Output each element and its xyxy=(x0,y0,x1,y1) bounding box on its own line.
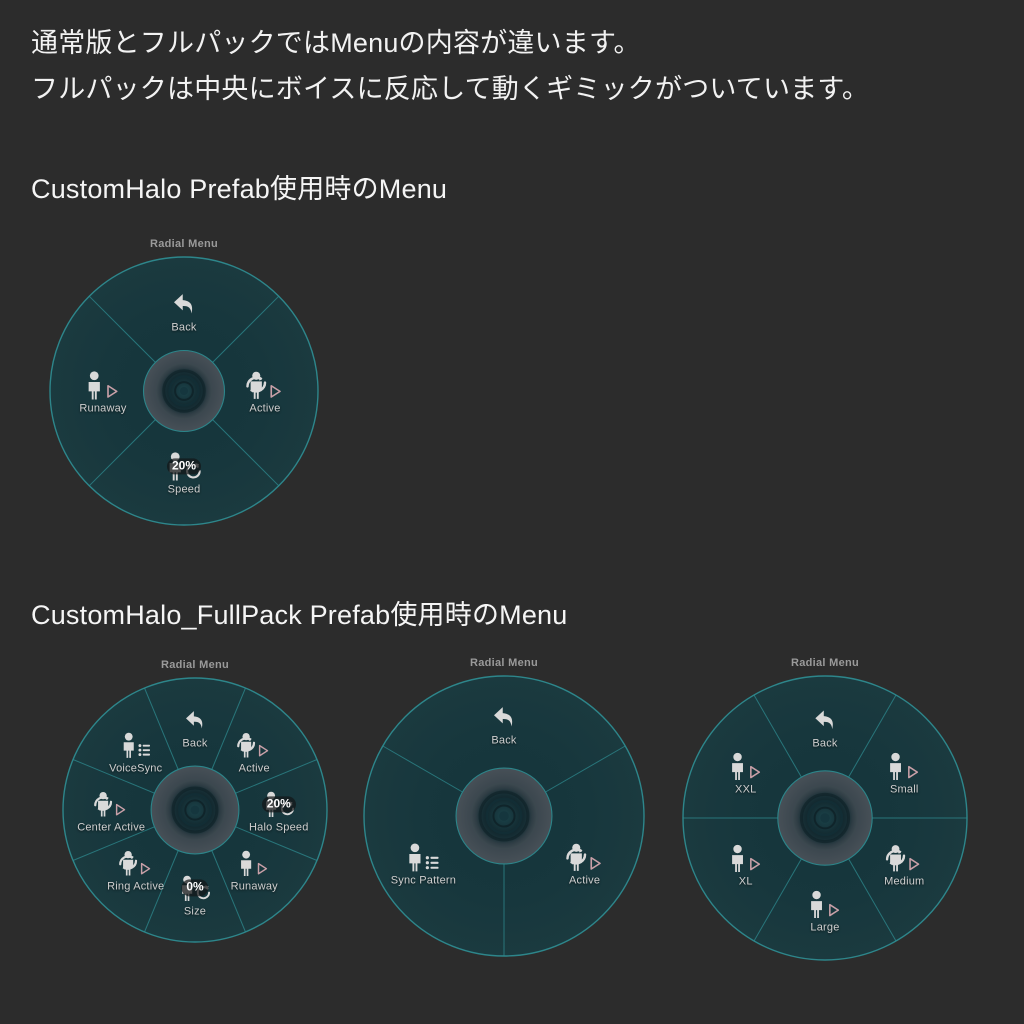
radial-menu-fullpack-size[interactable]: Radial Menu xyxy=(682,657,968,963)
intro-line-2: フルパックは中央にボイスに反応して動くギミックがついています。 xyxy=(31,74,870,105)
intro-line-1: 通常版とフルパックではMenuの内容が違います。 xyxy=(31,28,641,58)
radial-menu-title: Radial Menu xyxy=(149,238,219,250)
radial-menu-normal[interactable]: Radial Menu xyxy=(49,238,319,528)
radial-menu-fullpack-sync[interactable]: Radial Menu xyxy=(363,657,645,959)
radial-wheel[interactable] xyxy=(682,675,968,961)
radial-menu-title: Radial Menu xyxy=(790,657,860,669)
section-heading-normal: CustomHalo Prefab使用時のMenu xyxy=(31,174,448,204)
radial-wheel[interactable] xyxy=(62,677,328,943)
radial-menu-title: Radial Menu xyxy=(469,657,539,669)
intro-paragraph: 通常版とフルパックではMenuの内容が違います。 フルパックは中央にボイスに反応… xyxy=(31,20,1001,113)
radial-wheel[interactable] xyxy=(49,256,319,526)
section-heading-fullpack: CustomHalo_FullPack Prefab使用時のMenu xyxy=(31,600,568,630)
radial-menu-title: Radial Menu xyxy=(160,659,230,671)
radial-menu-fullpack-main[interactable]: Radial Menu xyxy=(62,659,328,945)
radial-wheel[interactable] xyxy=(363,675,645,957)
